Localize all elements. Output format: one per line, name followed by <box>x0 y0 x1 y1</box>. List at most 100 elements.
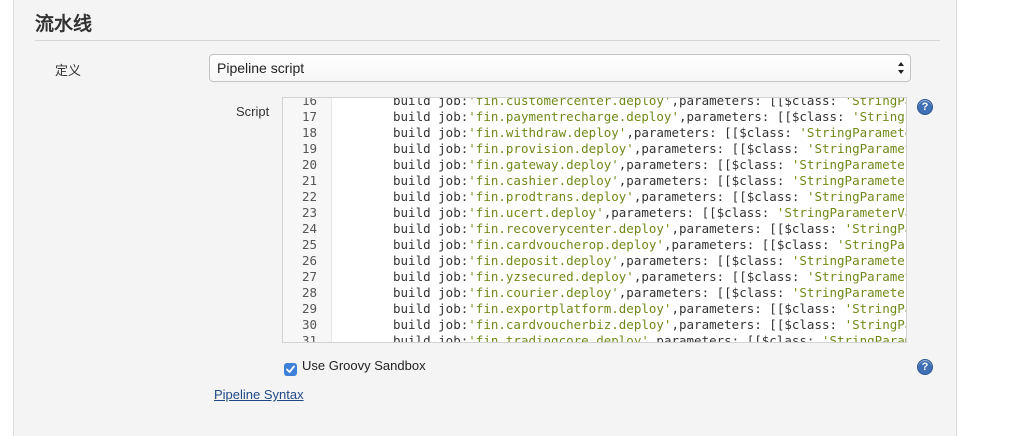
code-text: ,parameters: [[$class: <box>626 125 800 140</box>
pipeline-syntax-link[interactable]: Pipeline Syntax <box>214 387 304 402</box>
code-text: ,parameters: [[$class: <box>671 221 845 236</box>
code-keyword: build job: <box>393 205 469 220</box>
code-keyword: build job: <box>393 221 469 236</box>
line-number: 21 <box>301 173 317 188</box>
code-text: ,parameters: [[$class: <box>618 157 792 172</box>
groovy-sandbox-checkbox[interactable] <box>284 363 297 376</box>
line-number: 17 <box>301 109 317 124</box>
code-string: 'StringParameterVa <box>799 125 906 140</box>
code-text: ,parameters: [[$class: <box>671 97 845 108</box>
line-number: 16 <box>301 97 317 108</box>
code-keyword: build job: <box>393 253 469 268</box>
code-string: 'fin.tradingcore.deploy' <box>468 333 649 343</box>
line-number: 29 <box>301 301 317 316</box>
code-string: 'fin.gateway.deploy' <box>468 157 619 172</box>
line-number: 19 <box>301 141 317 156</box>
line-number: 28 <box>301 285 317 300</box>
code-string: 'fin.ucert.deploy' <box>468 205 604 220</box>
code-string: 'StringParameterValue <box>776 205 906 220</box>
definition-select[interactable]: Pipeline script <box>209 54 911 82</box>
code-text: ,parameters: [[$class: <box>648 333 822 343</box>
code-text: ,parameters: [[$class: <box>618 253 792 268</box>
line-number: 26 <box>301 253 317 268</box>
code-text: ,parameters: [[$class: <box>603 205 777 220</box>
script-help-icon[interactable]: ? <box>917 99 933 115</box>
select-arrows-icon <box>898 62 904 74</box>
code-string: 'fin.prodtrans.deploy' <box>468 189 634 204</box>
code-line: 17 build job:'fin.paymentrecharge.deploy'… <box>283 109 906 125</box>
code-keyword: build job: <box>393 157 469 172</box>
line-number: 31 <box>301 333 317 343</box>
code-keyword: build job: <box>393 317 469 332</box>
code-string: 'StringParameterV <box>806 269 906 284</box>
code-text: ,parameters: [[$class: <box>678 109 853 124</box>
code-string: 'fin.yzsecured.deploy' <box>468 269 634 284</box>
code-string: 'fin.provision.deploy' <box>468 141 634 156</box>
line-number-gutter <box>283 98 332 342</box>
code-string: 'fin.cardvoucherbiz.deploy' <box>468 317 672 332</box>
code-line: 24 build job:'fin.recoverycenter.deploy',… <box>283 221 906 237</box>
code-string: 'StringParamete <box>821 333 906 343</box>
line-number: 22 <box>301 189 317 204</box>
code-text: ,parameters: [[$class: <box>618 285 792 300</box>
code-line: 30 build job:'fin.cardvoucherbiz.deploy',… <box>283 317 906 333</box>
code-line: 23 build job:'fin.ucert.deploy',parameter… <box>283 205 906 221</box>
section-divider <box>35 40 940 41</box>
code-string: 'fin.cardvoucherop.deploy' <box>468 237 664 252</box>
code-keyword: build job: <box>393 141 469 156</box>
section-title: 流水线 <box>35 14 93 35</box>
code-string: 'fin.withdraw.deploy' <box>468 125 627 140</box>
code-keyword: build job: <box>393 173 469 188</box>
sandbox-help-icon[interactable]: ? <box>917 359 933 375</box>
code-string: 'fin.customercenter.deploy' <box>468 97 672 108</box>
code-string: 'StringParameterV <box>806 189 906 204</box>
line-number: 24 <box>301 221 317 236</box>
line-number: 27 <box>301 269 317 284</box>
code-string: 'StringParam <box>844 301 906 316</box>
code-string: 'StringParameterVal <box>791 157 906 172</box>
code-string: 'fin.paymentrecharge.deploy' <box>468 109 679 124</box>
script-label: Script <box>236 104 270 119</box>
code-text: ,parameters: [[$class: <box>618 173 792 188</box>
code-keyword: build job: <box>393 125 469 140</box>
code-string: 'fin.recoverycenter.deploy' <box>468 221 672 236</box>
code-keyword: build job: <box>393 97 469 108</box>
code-string: 'StringParam <box>844 97 906 108</box>
code-keyword: build job: <box>393 269 469 284</box>
code-keyword: build job: <box>393 109 469 124</box>
code-text: ,parameters: [[$class: <box>671 301 845 316</box>
definition-select-value: Pipeline script <box>217 60 305 76</box>
line-number: 30 <box>301 317 317 332</box>
code-line: 31 build job:'fin.tradingcore.deploy',par… <box>283 333 906 343</box>
code-string: 'StringParam <box>844 221 906 236</box>
code-text: ,parameters: [[$class: <box>671 317 845 332</box>
code-string: 'StringParameterVal <box>791 173 906 188</box>
code-string: 'StringParameterVal <box>791 253 906 268</box>
code-string: 'StringParameterVal <box>791 285 906 300</box>
code-keyword: build job: <box>393 237 469 252</box>
code-string: 'fin.courier.deploy' <box>468 285 619 300</box>
line-number: 23 <box>301 205 317 220</box>
code-string: 'StringParam <box>844 317 906 332</box>
line-number: 20 <box>301 157 317 172</box>
code-string: 'StringPara <box>852 109 906 124</box>
pipeline-config-panel: 流水线 定义 Pipeline script Script 16 build jo… <box>13 0 957 436</box>
code-text: ,parameters: [[$class: <box>663 237 838 252</box>
groovy-sandbox-label[interactable]: Use Groovy Sandbox <box>302 358 426 373</box>
code-keyword: build job: <box>393 285 469 300</box>
code-text: ,parameters: [[$class: <box>633 189 807 204</box>
code-string: 'StringParameterV <box>806 141 906 156</box>
line-number: 18 <box>301 125 317 140</box>
definition-label: 定义 <box>55 63 82 78</box>
code-keyword: build job: <box>393 301 469 316</box>
code-keyword: build job: <box>393 333 469 343</box>
